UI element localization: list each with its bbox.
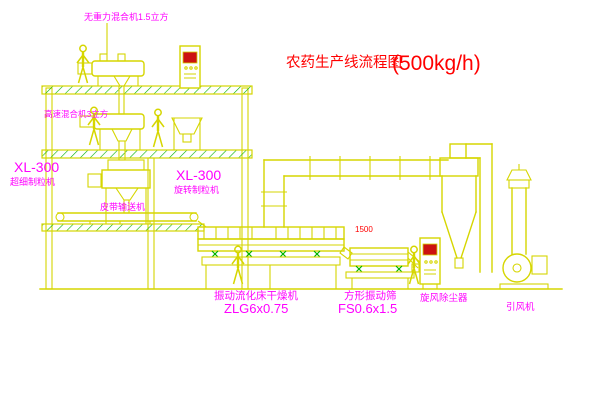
feed-hopper [171, 117, 203, 150]
riser-duct [263, 159, 285, 228]
fluid-bed-dryer [197, 226, 353, 289]
hood-flanges [203, 227, 337, 239]
granulator-legs [105, 188, 147, 224]
dryer-name-label: 振动流化床干燥机 [214, 289, 298, 302]
granulator-left-model-label: XL-300 [14, 159, 59, 175]
fan-motor [531, 255, 548, 275]
building-structure [39, 85, 563, 290]
screen-model-label: FS0.6x1.5 [338, 301, 397, 316]
granulator-body [101, 169, 151, 189]
fan-hub [512, 263, 522, 273]
cyclone-outlet-stub [449, 143, 467, 159]
mixer-legs [99, 129, 141, 150]
drawing-title: 农药生产线流程图 [286, 54, 402, 71]
riser-flanges [261, 191, 287, 207]
screen-decks [350, 253, 408, 261]
control-cabinet-1 [179, 45, 201, 89]
worker-figure-3 [150, 108, 166, 149]
screen-body [349, 247, 409, 267]
granulator-xl300 [87, 159, 151, 224]
induced-draft-fan [499, 253, 549, 290]
mixer-legs [97, 76, 139, 86]
dryer-hood [197, 226, 345, 240]
stack-cap-band [508, 179, 530, 189]
horizontal-duct [263, 159, 449, 177]
fan-label: 引风机 [506, 301, 535, 313]
granulator-mid-name-label: 旋转制粒机 [174, 184, 219, 195]
building-column-right [241, 87, 249, 290]
hopper-cone [171, 117, 203, 135]
dimension-text: 1500 [355, 225, 373, 234]
cyclone-cylinder [441, 175, 477, 213]
granulator-left-name-label: 超细制粒机 [10, 176, 55, 187]
cyclone-label: 旋风除尘器 [420, 292, 468, 304]
dryer-legs [205, 265, 337, 289]
screen-name-label: 方形振动筛 [344, 289, 397, 302]
roof-slab [41, 85, 253, 95]
down-pipe [479, 143, 493, 273]
gravity-mixer-label: 无重力混合机1.5立方 [84, 11, 169, 22]
cabinet-vents [424, 269, 436, 275]
transfer-chute [197, 220, 207, 228]
cabinet-vents [184, 73, 196, 79]
discharge-cone [111, 128, 133, 142]
roller-left [55, 212, 65, 222]
mixer-body [91, 60, 145, 77]
belt-conveyor-label: 皮带输送机 [100, 201, 145, 212]
screen-base [345, 271, 415, 279]
cyclone-cone [441, 211, 477, 259]
cyclone-discharge [454, 257, 464, 269]
second-floor-slab [41, 149, 253, 159]
dryer-model-label: ZLG6x0.75 [224, 301, 288, 316]
cabinet-screen [422, 243, 438, 256]
high-speed-mixer-label: 高速混合机3立方 [44, 109, 108, 119]
dryer-springs [211, 250, 321, 258]
cyclone-separator [439, 143, 493, 273]
granulator-mid-model-label: XL-300 [176, 167, 221, 183]
fan-base [499, 283, 549, 290]
screen-legs [351, 278, 409, 289]
outlet-elbow [465, 143, 493, 159]
discharge-cone [114, 187, 140, 201]
duct-flanges [309, 156, 431, 180]
third-floor-slab [41, 223, 205, 232]
exhaust-duct [261, 156, 449, 228]
cabinet-screen [182, 51, 198, 64]
fan-scroll [502, 253, 532, 283]
belt-conveyor [55, 212, 207, 228]
screen-springs [355, 265, 403, 273]
stack-pipe [511, 187, 527, 255]
hopper-outlet [182, 133, 192, 143]
dryer-base [201, 256, 341, 266]
gravity-mixer [77, 23, 145, 115]
worker-figure-1 [75, 44, 91, 85]
control-cabinet-2 [419, 237, 441, 289]
discharge-cone [113, 75, 131, 87]
drawing-title-capacity: (500kg/h) [392, 52, 481, 75]
granulator-hopper [107, 159, 145, 171]
weather-cap [506, 169, 532, 181]
exhaust-stack [506, 164, 532, 255]
roller-right [189, 212, 199, 222]
belt [57, 212, 197, 222]
granulator-motor [87, 173, 102, 188]
vibrating-screen [345, 247, 421, 289]
cabinet-legs [422, 284, 438, 289]
